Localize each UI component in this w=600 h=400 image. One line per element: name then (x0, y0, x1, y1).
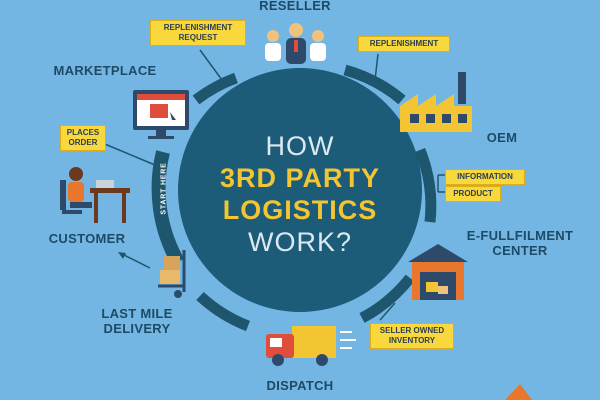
start-here-label: START HERE (160, 162, 168, 215)
node-marketplace: MARKETPLACE (53, 63, 157, 78)
center-circle (178, 68, 422, 312)
ring-segment-start (151, 150, 185, 266)
node-oem: OEM (486, 130, 518, 145)
ring-segment-oem (343, 64, 406, 105)
node-reseller: RESELLER (259, 0, 331, 13)
oem-factory-icon (400, 72, 472, 132)
node-last-mile: LAST MILE DELIVERY (82, 306, 192, 336)
center-line-2: 3RD PARTY (219, 163, 381, 193)
tag-seller-owned-line-1: SELLER OWNED (379, 326, 445, 335)
center-line-3: LOGISTICS (222, 195, 378, 225)
ring-segment-dispatch (359, 274, 415, 323)
ring-segment-reseller (192, 72, 239, 105)
tag-places-order-line-1: PLACES (66, 128, 100, 137)
node-last-mile-line-2: DELIVERY (103, 321, 171, 336)
tag-replenishment-request: REPLENISHMENT REQUEST (150, 20, 246, 46)
tag-seller-owned-inventory: SELLER OWNED INVENTORY (370, 323, 454, 349)
process-ring (151, 64, 437, 332)
tag-product: PRODUCT (445, 186, 501, 202)
reseller-people-icon (265, 23, 326, 64)
corner-decoration (505, 384, 532, 400)
warehouse-icon (408, 244, 468, 300)
hand-truck-icon (158, 250, 186, 298)
tag-places-order: PLACES ORDER (60, 125, 106, 151)
node-dispatch-line-1: DISPATCH (266, 378, 334, 393)
center-title: HOW 3RD PARTY LOGISTICS WORK? (195, 130, 405, 258)
center-line-1: HOW (265, 131, 335, 161)
marketplace-monitor-icon (133, 90, 189, 139)
node-efulfilment-line-2: CENTER (492, 243, 548, 258)
node-customer: CUSTOMER (48, 231, 126, 246)
center-line-4: WORK? (247, 227, 352, 257)
tag-seller-owned-line-2: INVENTORY (388, 336, 436, 345)
tag-replenishment-request-line-1: REPLENISHMENT (163, 23, 233, 32)
customer-desk-icon (60, 167, 130, 223)
connector-lines (99, 49, 445, 321)
ring-segment-lastmile (196, 291, 251, 332)
node-dispatch: DISPATCH (250, 378, 350, 393)
dispatch-truck-icon (266, 326, 356, 366)
tag-information: INFORMATION (445, 169, 525, 185)
node-efulfilment-line-1: E-FULLFILMENT (466, 228, 574, 243)
tag-places-order-line-2: ORDER (68, 138, 98, 147)
tag-replenishment: REPLENISHMENT (358, 36, 450, 52)
tag-replenishment-request-line-2: REQUEST (178, 33, 218, 42)
ring-segment-efulfilment (414, 147, 437, 223)
node-last-mile-line-1: LAST MILE (101, 306, 173, 321)
node-efulfilment: E-FULLFILMENT CENTER (450, 228, 590, 258)
